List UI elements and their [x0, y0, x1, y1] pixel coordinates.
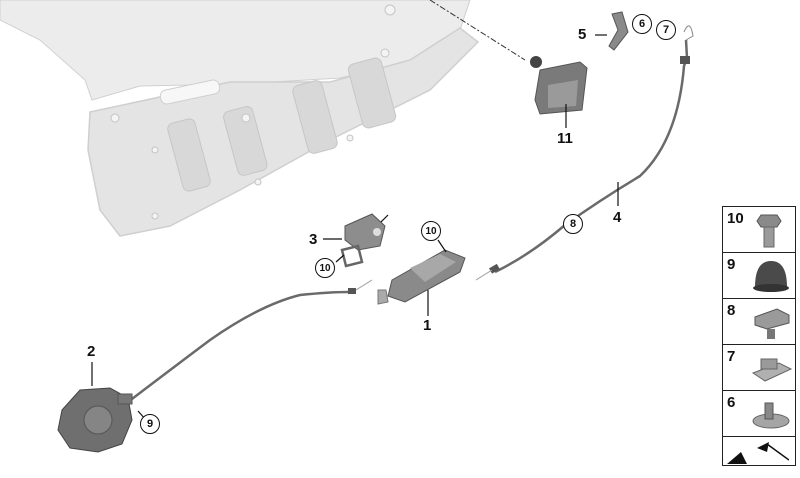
- legend-item-6: 6: [722, 390, 796, 436]
- stud-clip-icon: [752, 402, 790, 429]
- actuator-motor-part: [57, 387, 133, 453]
- legend-footer: [722, 436, 796, 466]
- legend-item-7: 7: [722, 344, 796, 390]
- trunk-lid-panel: [0, 0, 526, 237]
- callout-circled-8: 8: [563, 214, 583, 234]
- legend-item-8: 8: [722, 298, 796, 344]
- legend-item-9: 9: [722, 252, 796, 298]
- leader-lines: [91, 34, 619, 421]
- rubber-cap-icon: [753, 261, 789, 292]
- plate-clip-icon: [751, 358, 793, 382]
- callout-1: 1: [423, 317, 432, 334]
- callout-circled-10-latch: 10: [421, 221, 441, 241]
- release-handle-part: [608, 11, 629, 51]
- callout-circled-9: 9: [140, 414, 160, 434]
- callout-circled-10-bracket: 10: [315, 258, 335, 278]
- small-parts-legend: 10 9 8 7: [722, 206, 796, 466]
- lock-bracket-part: [340, 213, 386, 268]
- callout-circled-6: 6: [632, 14, 652, 34]
- hex-bolt-icon: [756, 214, 782, 248]
- arrow-pointer-icon: [727, 442, 789, 464]
- cable-clip-icon: [754, 308, 790, 339]
- lock-latch-part: [377, 249, 466, 305]
- callout-3: 3: [309, 231, 318, 248]
- callout-2: 2: [87, 343, 96, 360]
- callout-11: 11: [557, 130, 573, 147]
- callout-4: 4: [613, 209, 622, 226]
- callout-circled-7: 7: [656, 20, 676, 40]
- legend-item-10: 10: [722, 206, 796, 252]
- callout-5: 5: [578, 26, 587, 43]
- lock-striker-part: [530, 56, 588, 115]
